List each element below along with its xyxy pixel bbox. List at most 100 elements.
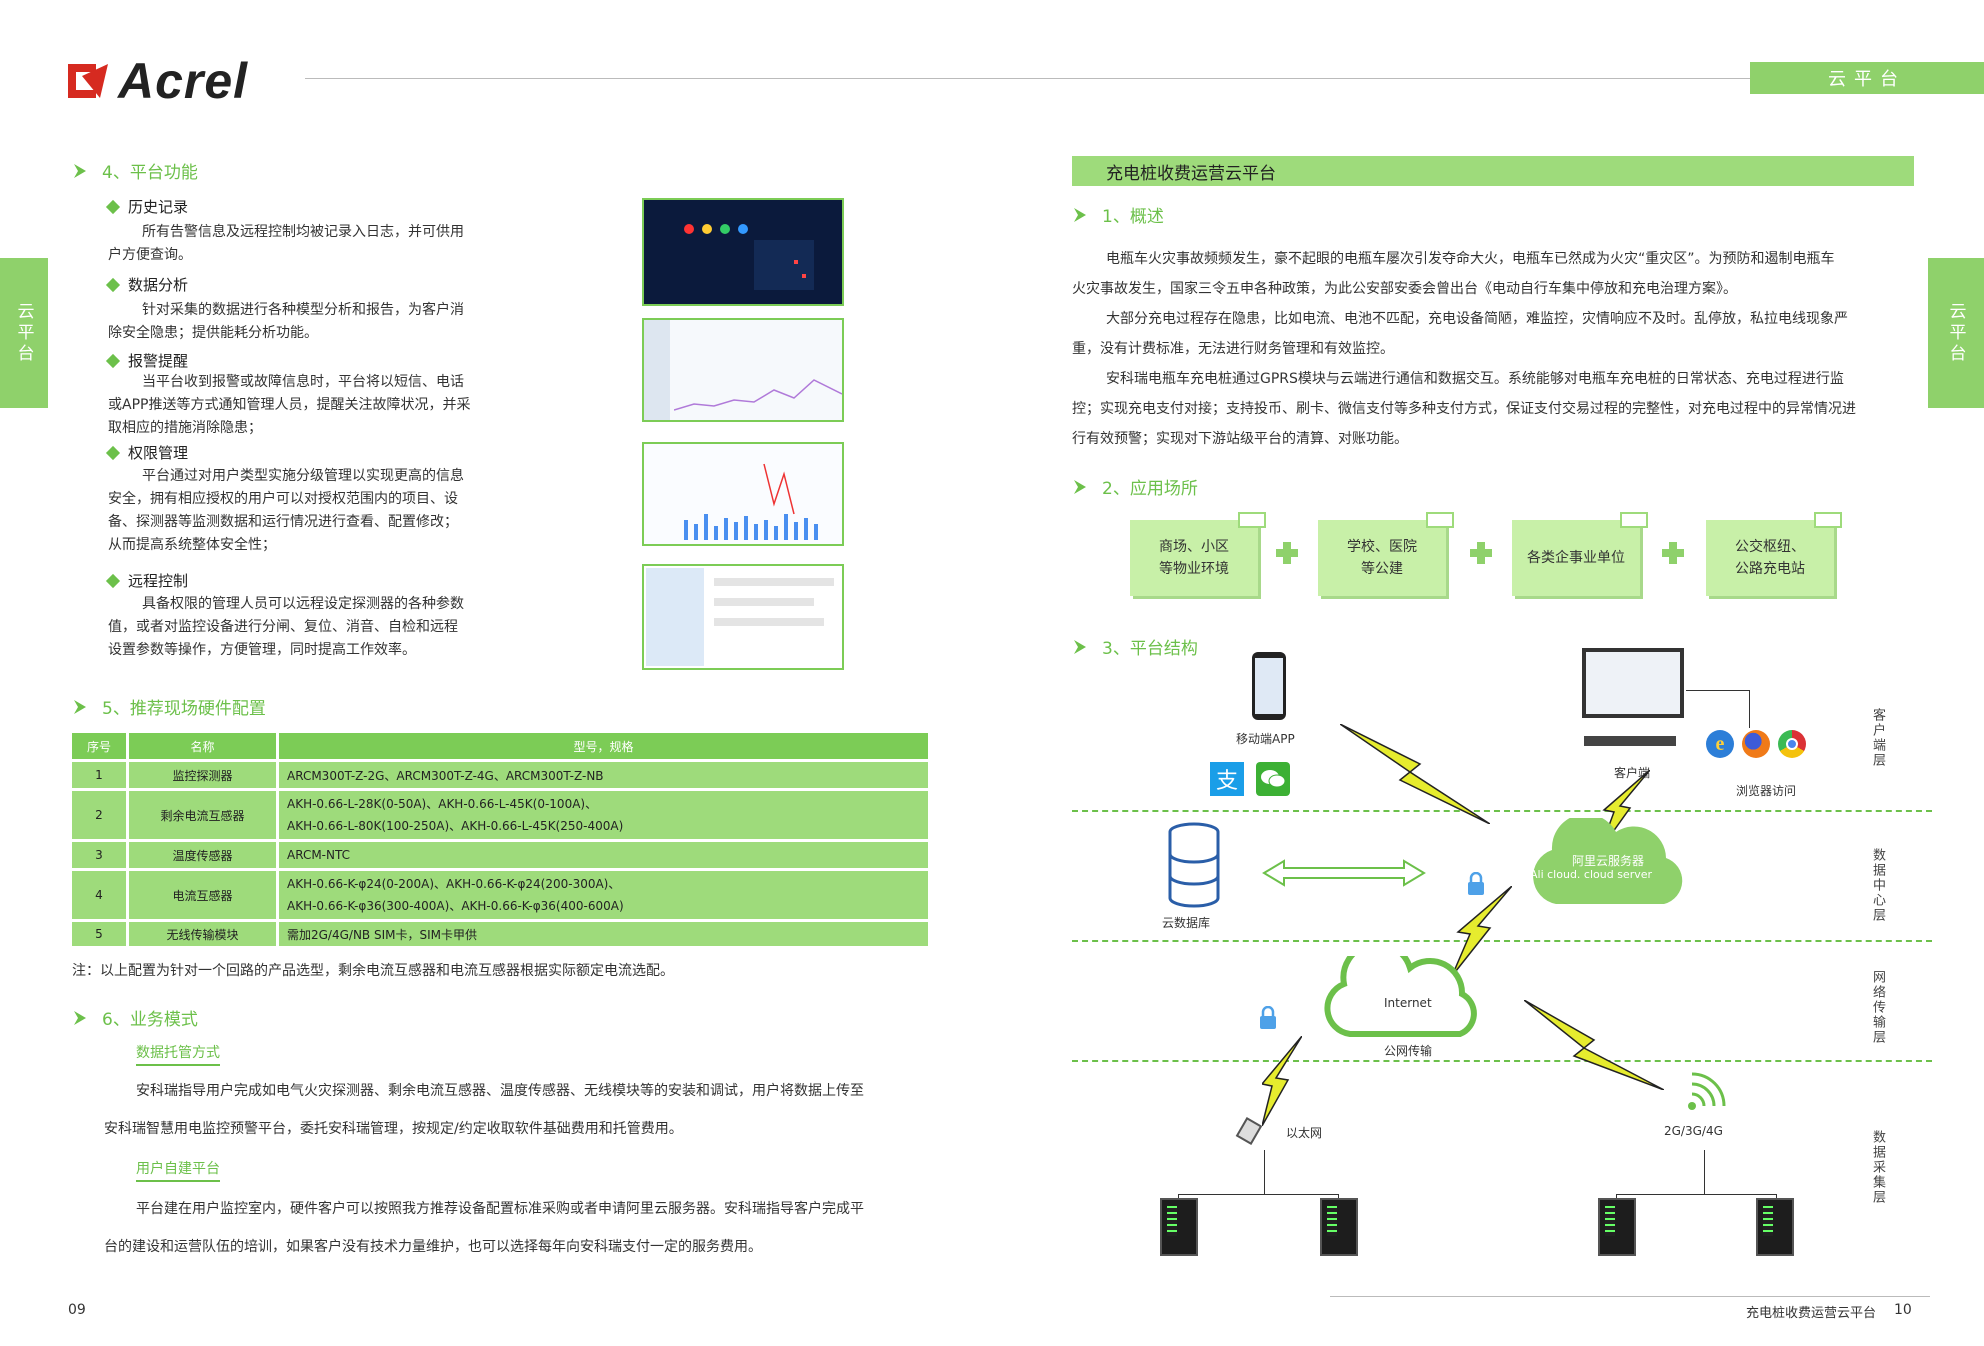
ethernet-label: 以太网 [1286, 1126, 1323, 1140]
feature-text: 除安全隐患；提供能耗分析功能。 [108, 325, 318, 341]
section4-title-text: 4、平台功能 [102, 163, 198, 183]
feature-title: 报警提醒 [128, 352, 189, 370]
diamond-icon [105, 573, 121, 588]
section6-title-text: 6、业务模式 [102, 1010, 198, 1030]
r-section1-title: 1、概述 [1072, 202, 1164, 227]
sub-title-hosting: 数据托管方式 [136, 1042, 220, 1066]
feature-text: 安全，拥有相应授权的用户可以对授权范围内的项目、设 [108, 491, 458, 507]
hosting-text: 安科瑞智慧用电监控预警平台，委托安科瑞管理，按规定/约定收取软件基础费用和托管费… [104, 1121, 683, 1137]
header-rule [305, 78, 1750, 79]
scene-enterprise: 各类企事业单位 [1512, 512, 1648, 596]
feature-text: 值，或者对监控设备进行分闸、复位、消音、自检和远程 [108, 619, 458, 635]
wireless-label: 2G/3G/4G [1664, 1124, 1723, 1138]
scene-commercial: 商场、小区等物业环境 [1130, 512, 1266, 596]
r-section3-title: 3、平台结构 [1072, 634, 1198, 659]
page-number-right: 10 [1894, 1302, 1912, 1318]
side-tab-right: 云平台 [1928, 258, 1984, 408]
r-section1-title-text: 1、概述 [1102, 207, 1164, 227]
double-arrow-icon [1262, 859, 1426, 887]
keyboard-icon [1584, 736, 1676, 746]
spec-line: ARCM300T-Z-2G、ARCM300T-Z-4G、ARCM300T-Z-N… [287, 768, 604, 783]
selfbuilt-text: 平台建在用户监控室内，硬件客户可以按照我方推荐设备配置标准采购或者申请阿里云服务… [136, 1201, 864, 1217]
table-row: 5 无线传输模块 需加2G/4G/NB SIM卡，SIM卡甲供 [72, 922, 928, 946]
alipay-icon: 支 [1210, 762, 1244, 796]
right-banner: 充电桩收费运营云平台 [1072, 156, 1914, 186]
feature-analysis: 数据分析 针对采集的数据进行各种模型分析和报告，为客户消 除安全隐患；提供能耗分… [105, 274, 528, 345]
table-row: 1 监控探测器 ARCM300T-Z-2G、ARCM300T-Z-4G、ARCM… [72, 762, 928, 788]
feature-title: 历史记录 [128, 198, 189, 216]
feature-history: 历史记录 所有告警信息及远程控制均被记录入日志，并可供用 户方便查询。 [105, 196, 528, 267]
device-tree-line [1616, 1194, 1776, 1195]
database-icon [1168, 822, 1220, 908]
table-row: 3 温度传感器 ARCM-NTC [72, 842, 928, 868]
collector-device [1756, 1198, 1794, 1256]
lock-icon [1468, 872, 1484, 895]
r-section3-title-text: 3、平台结构 [1102, 639, 1198, 659]
cell-name: 电流互感器 [126, 871, 276, 919]
section4-title: 4、平台功能 [72, 158, 198, 183]
acrel-logo-icon [68, 64, 108, 98]
overview-line: 电瓶车火灾事故频频发生，豪不起眼的电瓶车屡次引发夺命大火，电瓶车已然成为火灾“重… [1106, 251, 1835, 267]
cell-name: 剩余电流互感器 [126, 791, 276, 839]
layer-datacenter: 数据中心层 [1870, 848, 1885, 923]
cell-spec: ARCM-NTC [276, 842, 928, 868]
arrow-icon [1074, 207, 1086, 222]
feature-text: 设置参数等操作，方便管理，同时提高工作效率。 [108, 642, 416, 658]
spec-line: AKH-0.66-L-28K(0-50A)、AKH-0.66-L-45K(0-1… [287, 797, 598, 811]
cloud-db-label: 云数据库 [1162, 916, 1211, 930]
scene-line: 等公建 [1361, 561, 1403, 577]
device-tree-line [1704, 1150, 1705, 1194]
header-tab: 云平台 [1750, 62, 1984, 94]
page-number-left: 09 [68, 1302, 86, 1318]
sub-title-selfbuilt: 用户自建平台 [136, 1158, 220, 1182]
footer-rule [1330, 1296, 1930, 1297]
feature-permission: 权限管理 平台通过对用户类型实施分级管理以实现更高的信息 安全，拥有相应授权的用… [105, 442, 528, 557]
internet-label: Internet [1384, 996, 1432, 1010]
layer-network: 网络传输层 [1870, 970, 1885, 1045]
cell-name: 温度传感器 [126, 842, 276, 868]
feature-text: 备、探测器等监测数据和运行情况进行查看、配置修改； [108, 514, 458, 530]
overview-line: 控；实现充电支付对接；支持投币、刷卡、微信支付等多种支付方式，保证支付交易过程的… [1072, 401, 1856, 417]
overview-line: 重，没有计费标准，无法进行财务管理和有效监控。 [1072, 341, 1394, 357]
scene-line: 学校、医院 [1347, 539, 1417, 555]
diamond-icon [105, 199, 121, 214]
scene-line: 公路充电站 [1735, 561, 1805, 577]
col-name: 名称 [126, 733, 276, 759]
table-header-row: 序号 名称 型号，规格 [72, 733, 928, 759]
diamond-icon [105, 445, 121, 460]
header-tab-label: 云平台 [1828, 69, 1906, 90]
cloud-server-icon [1533, 818, 1683, 904]
cell-no: 4 [72, 871, 126, 919]
cell-spec: AKH-0.66-K-φ24(0-200A)、AKH-0.66-K-φ24(20… [276, 871, 928, 919]
cell-spec: AKH-0.66-L-28K(0-50A)、AKH-0.66-L-45K(0-1… [276, 791, 928, 839]
layer-divider [1072, 810, 1932, 812]
wireless-signal-icon [1688, 1072, 1726, 1110]
section6-title: 6、业务模式 [72, 1005, 198, 1030]
r-section2-title: 2、应用场所 [1072, 474, 1198, 499]
ie-browser-icon: e [1706, 730, 1734, 758]
table-note: 注：以上配置为针对一个回路的产品选型，剩余电流互感器和电流互感器根据实际额定电流… [72, 963, 674, 979]
device-tree-line [1264, 1150, 1265, 1194]
r-section2-title-text: 2、应用场所 [1102, 479, 1198, 499]
cell-no: 3 [72, 842, 126, 868]
lightning-icon [1340, 724, 1490, 824]
overview-line: 安科瑞电瓶车充电桩通过GPRS模块与云端进行通信和数据交互。系统能够对电瓶车充电… [1106, 371, 1844, 387]
arrow-icon [74, 163, 86, 178]
col-no: 序号 [72, 733, 126, 759]
arrow-icon [74, 699, 86, 714]
cell-no: 5 [72, 922, 126, 946]
app-label: 移动端APP [1236, 732, 1295, 746]
client-browser-connector [1686, 690, 1750, 728]
diamond-icon [105, 353, 121, 368]
public-net-label: 公网传输 [1384, 1044, 1433, 1058]
overview-line: 行有效预警；实现对下游站级平台的清算、对账功能。 [1072, 431, 1408, 447]
cell-spec: ARCM300T-Z-2G、ARCM300T-Z-4G、ARCM300T-Z-N… [276, 762, 928, 788]
feature-text: 户方便查询。 [108, 247, 192, 263]
scene-school: 学校、医院等公建 [1318, 512, 1454, 596]
device-tree-line [1178, 1194, 1338, 1195]
browser-label: 浏览器访问 [1736, 784, 1797, 798]
cell-spec: 需加2G/4G/NB SIM卡，SIM卡甲供 [276, 922, 928, 946]
layer-client: 客户端层 [1870, 708, 1885, 768]
diamond-icon [105, 277, 121, 292]
overview-line: 火灾事故发生，国家三令五申各种政策，为此公安部安委会曾出台《电动自行车集中停放和… [1072, 281, 1737, 297]
